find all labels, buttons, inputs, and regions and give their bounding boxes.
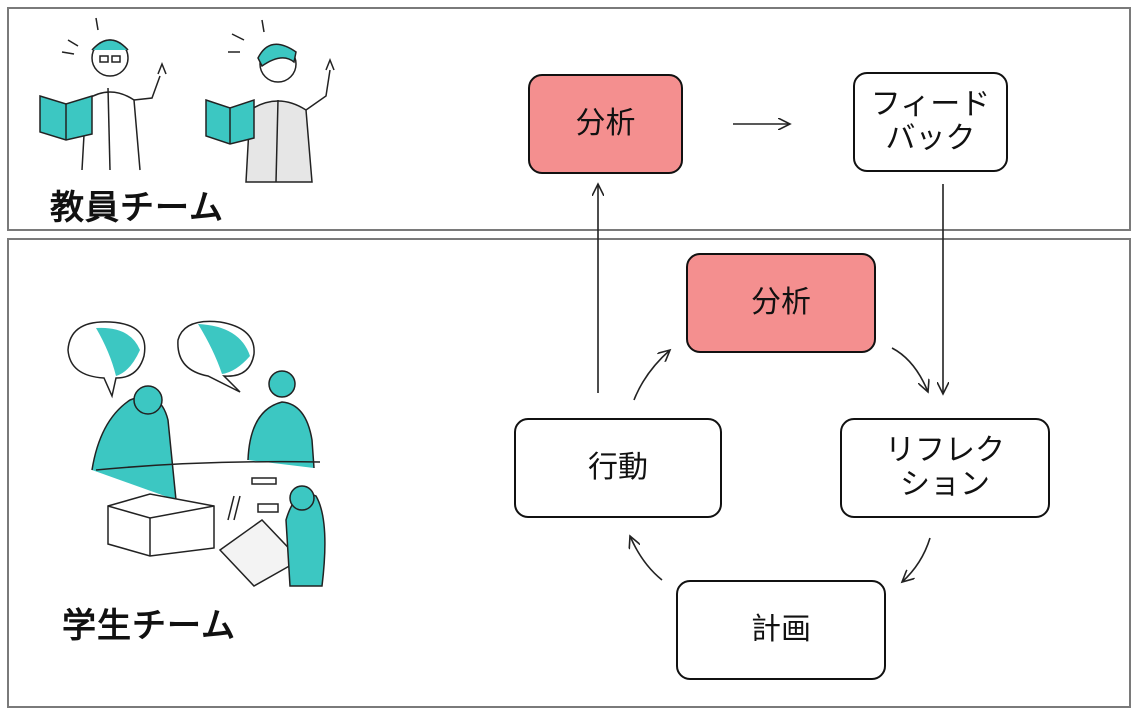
teacher-analysis-node: 分析 — [528, 74, 683, 174]
arrow-plan-to-action — [630, 536, 663, 581]
students-illustration — [67, 320, 326, 587]
arrow-action-to-student-analysis — [633, 350, 670, 401]
feedback-node: フィード バック — [853, 72, 1008, 172]
plan-node: 計画 — [676, 580, 886, 680]
student-team-label: 学生チーム — [62, 606, 236, 646]
reflection-node: リフレク ション — [840, 418, 1050, 518]
action-node: 行動 — [514, 418, 722, 518]
arrow-analysis-to-reflection — [891, 347, 928, 392]
teacher-team-label: 教員チーム — [50, 188, 224, 228]
teacher-illustration-1 — [39, 17, 167, 171]
arrow-reflection-to-plan — [902, 537, 931, 582]
teacher-illustration-2 — [205, 19, 335, 183]
student-analysis-node: 分析 — [686, 253, 876, 353]
